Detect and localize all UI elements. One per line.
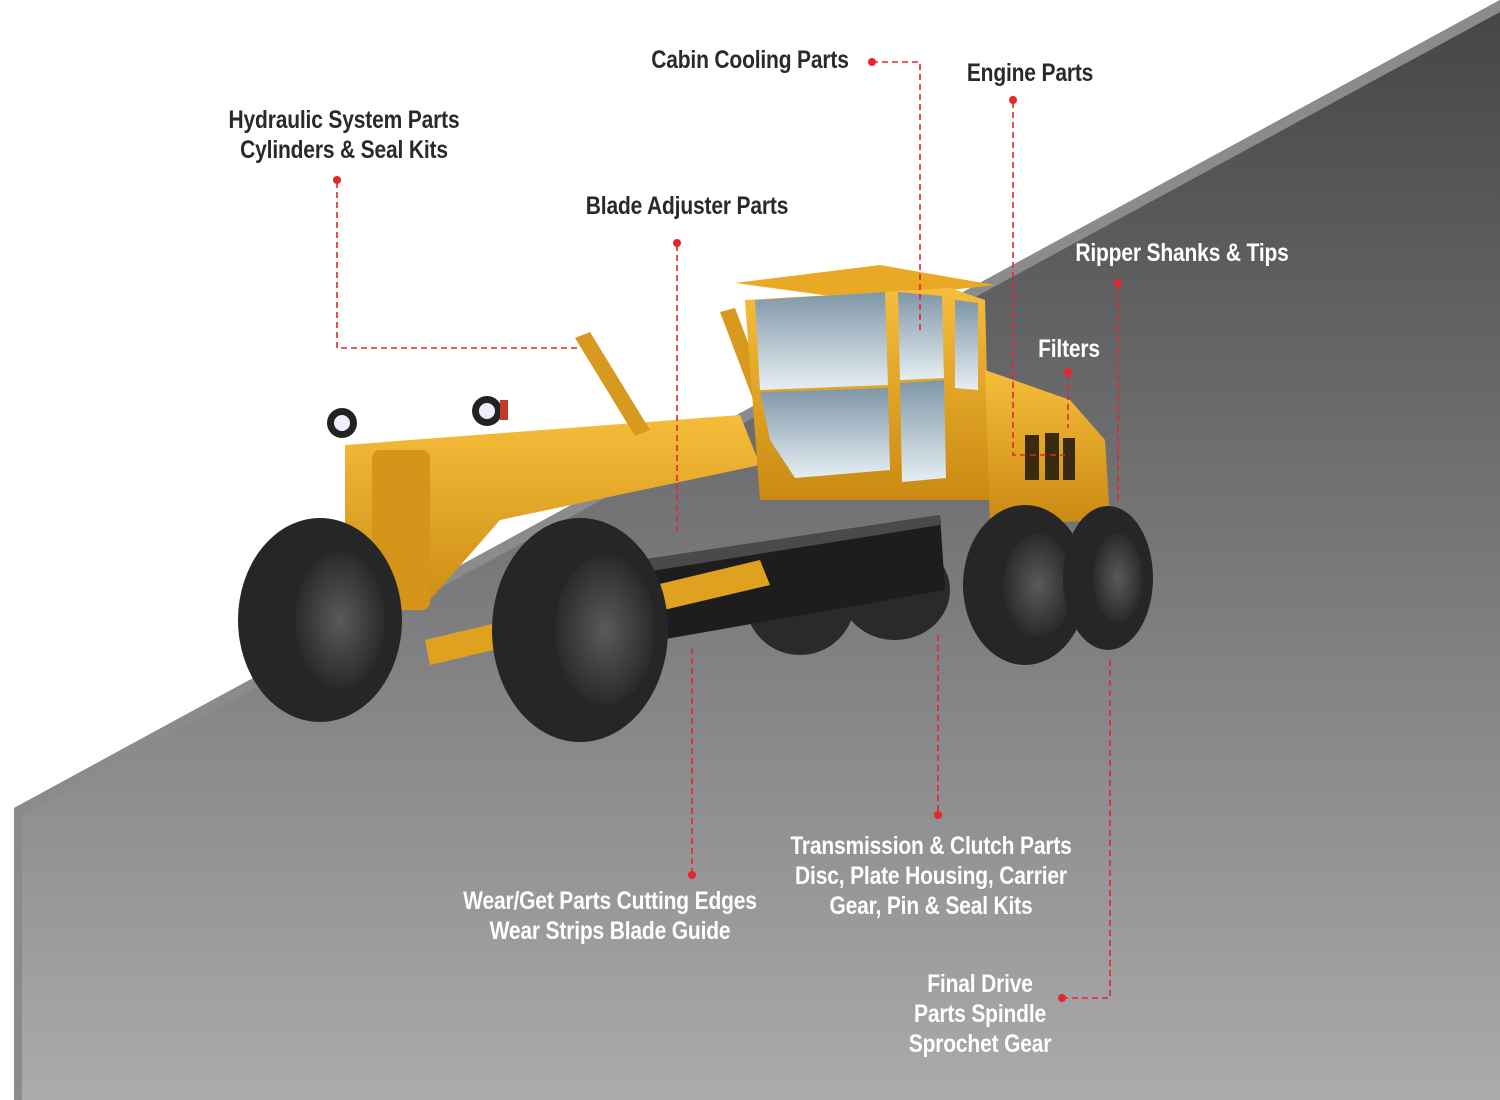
- label-line: Transmission & Clutch Parts: [790, 832, 1072, 860]
- rear-wheel-1: [963, 505, 1087, 665]
- engine-vents: [1025, 433, 1075, 480]
- lamps: [327, 396, 508, 438]
- label-line: Gear, Pin & Seal Kits: [829, 892, 1033, 920]
- label-transmission: Transmission & Clutch Parts Disc, Plate …: [779, 831, 1083, 921]
- front-wheel-left: [238, 518, 402, 722]
- label-line: Ripper Shanks & Tips: [1075, 239, 1289, 267]
- label-engine: Engine Parts: [946, 58, 1114, 88]
- label-line: Disc, Plate Housing, Carrier: [795, 862, 1067, 890]
- leader-hydraulic: [336, 182, 578, 349]
- blade: [640, 515, 945, 640]
- label-line: Final Drive: [927, 970, 1033, 998]
- label-ripper: Ripper Shanks & Tips: [1056, 238, 1308, 268]
- label-filters: Filters: [1027, 334, 1111, 364]
- label-line: Filters: [1038, 335, 1100, 363]
- label-line: Blade Adjuster Parts: [585, 192, 789, 220]
- leader-dots: [333, 58, 1122, 1002]
- label-line: Cylinders & Seal Kits: [240, 136, 448, 164]
- leader-cabin-cooling: [872, 61, 921, 330]
- label-line: Cabin Cooling Parts: [651, 46, 849, 74]
- front-wheel-right: [492, 518, 668, 742]
- rear-wheel-2: [1063, 506, 1153, 650]
- cabin: [735, 265, 995, 500]
- label-blade-adjuster: Blade Adjuster Parts: [561, 191, 813, 221]
- label-line: Hydraulic System Parts: [228, 106, 460, 134]
- label-hydraulic-system: Hydraulic System Parts Cylinders & Seal …: [218, 105, 470, 165]
- label-line: Sprochet Gear: [908, 1030, 1052, 1058]
- leader-engine: [1012, 102, 1065, 456]
- label-line: Engine Parts: [966, 59, 1094, 87]
- label-line: Parts Spindle: [913, 1000, 1047, 1028]
- main-frame: [345, 415, 760, 620]
- label-line: Wear Strips Blade Guide: [489, 917, 731, 945]
- label-line: Wear/Get Parts Cutting Edges: [463, 887, 757, 915]
- leader-final-drive: [1062, 660, 1111, 999]
- label-wear-parts: Wear/Get Parts Cutting Edges Wear Strips…: [442, 886, 778, 946]
- leader-lines: [336, 61, 1119, 999]
- label-cabin-cooling: Cabin Cooling Parts: [624, 45, 876, 75]
- label-final-drive: Final Drive Parts Spindle Sprochet Gear: [896, 969, 1064, 1059]
